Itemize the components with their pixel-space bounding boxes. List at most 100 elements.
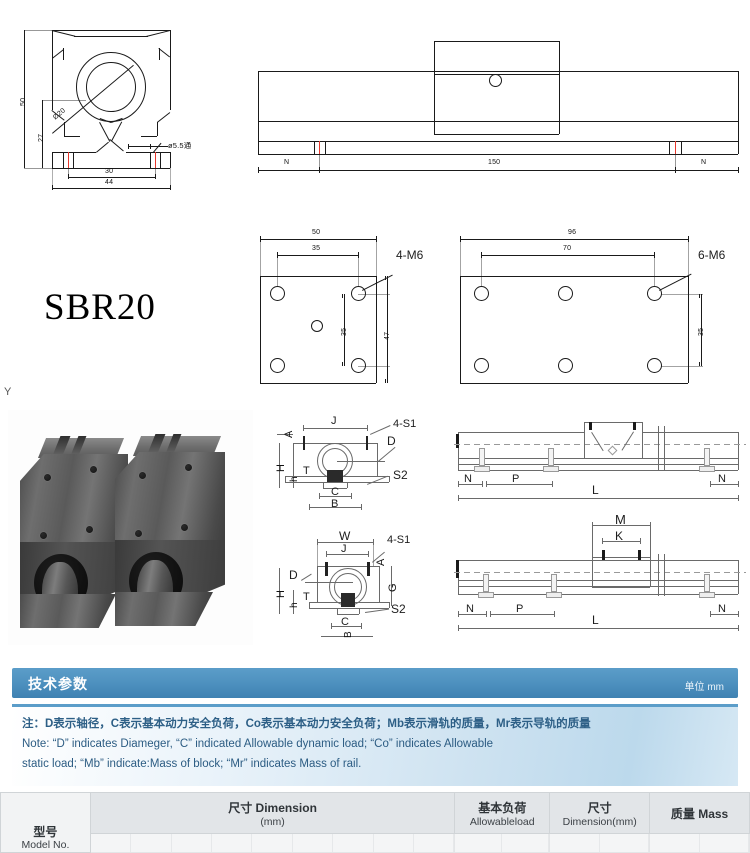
col-label-cn: 尺寸 Dimension bbox=[228, 800, 317, 815]
page-title: SBR20 bbox=[44, 287, 156, 328]
label-P: P bbox=[512, 473, 520, 485]
plate-small-top-view: 50 35 4-M6 35 47 bbox=[248, 218, 438, 393]
spec-table: 型号 Model No. 尺寸 Dimension (mm) 基本负荷 Allo… bbox=[0, 792, 750, 853]
table-subrow bbox=[1, 833, 750, 853]
label-K: K bbox=[615, 529, 624, 543]
block-section-top-view: A J 4-S1 D H h T S2 C B bbox=[265, 412, 445, 512]
label-S2: S2 bbox=[393, 468, 408, 482]
dim-plate-pitch-y: 35 bbox=[341, 327, 348, 336]
table-subcells-dimension bbox=[89, 833, 456, 853]
front-section-view: 50 27 Ø20 ø5.5通 30 44 bbox=[0, 0, 240, 205]
label-T: T bbox=[303, 591, 310, 603]
dim-height-center: 27 bbox=[38, 133, 45, 142]
tech-parameters-unit: 单位 mm bbox=[684, 682, 724, 693]
model-label-cn: 型号 bbox=[33, 825, 58, 839]
table-header-row: 型号 Model No. 尺寸 Dimension (mm) 基本负荷 Allo… bbox=[0, 792, 750, 853]
dim-hole-diameter: ø5.5通 bbox=[168, 141, 192, 150]
label-H: H bbox=[275, 589, 287, 598]
label-H: H bbox=[275, 463, 287, 472]
col-label-en: (mm) bbox=[260, 815, 285, 828]
label-T: T bbox=[303, 465, 310, 477]
label-N-left: N bbox=[464, 473, 472, 485]
thread-callout-6m6: 6-M6 bbox=[698, 248, 726, 262]
plate-center-hole bbox=[311, 320, 323, 332]
dim-width-inner: 30 bbox=[105, 168, 114, 175]
label-J: J bbox=[341, 543, 347, 555]
label-L: L bbox=[592, 483, 599, 497]
plate-hole bbox=[474, 286, 489, 301]
model-label-en: Model No. bbox=[21, 839, 70, 851]
label-D: D bbox=[289, 568, 298, 582]
plate-large-top-view: 96 70 6-M6 35 bbox=[448, 218, 748, 393]
label-A: A bbox=[283, 430, 295, 438]
plate-hole bbox=[270, 358, 285, 373]
label-B: B bbox=[343, 631, 354, 638]
label-N-right: N bbox=[718, 473, 726, 485]
table-header-model: 型号 Model No. bbox=[0, 792, 91, 853]
col-label-cn: 尺寸 bbox=[587, 800, 612, 815]
notes-block: 注：D表示轴径，C表示基本动力安全负荷，Co表示基本动力安全负荷；Mb表示滑轨的… bbox=[12, 704, 738, 786]
dim-plate-width: 50 bbox=[312, 229, 321, 236]
bearing-block-left bbox=[20, 434, 140, 634]
label-C: C bbox=[331, 486, 339, 498]
label-J: J bbox=[331, 415, 337, 427]
table-subcells-load bbox=[454, 833, 551, 853]
label-G: G bbox=[387, 583, 399, 592]
label-N-right: N bbox=[718, 603, 726, 615]
table-header-mass: 质量 Mass bbox=[649, 792, 750, 834]
dim-end-right: N bbox=[701, 159, 707, 166]
thread-callout-4m6: 4-M6 bbox=[396, 248, 424, 262]
label-L: L bbox=[592, 613, 599, 627]
label-D: D bbox=[387, 434, 396, 448]
dim-end-left: N bbox=[284, 159, 290, 166]
label-h: h bbox=[289, 476, 300, 482]
label-A: A bbox=[375, 558, 387, 566]
product-photo bbox=[8, 410, 253, 645]
dim-length: 150 bbox=[488, 159, 501, 166]
col-label-cn: 质量 Mass bbox=[670, 806, 729, 821]
axis-mark-y: Y bbox=[4, 386, 12, 398]
dim-plate-width: 96 bbox=[568, 229, 577, 236]
label-S2: S2 bbox=[391, 602, 406, 616]
tech-parameters-bar: 技术参数 单位 mm bbox=[12, 668, 738, 698]
dim-width-total: 44 bbox=[105, 179, 114, 186]
rail-view-bottom: M K N bbox=[452, 512, 750, 640]
plate-hole bbox=[558, 286, 573, 301]
plate-hole bbox=[351, 286, 366, 301]
label-C: C bbox=[341, 616, 349, 628]
block-section-bottom-view: W J 4-S1 A D H h T G S2 C B bbox=[265, 518, 445, 638]
table-header-load: 基本负荷 Allowableload bbox=[454, 792, 551, 834]
plate-hole bbox=[647, 286, 662, 301]
label-4S1: 4-S1 bbox=[393, 418, 417, 430]
rail-view-top: N P L N bbox=[452, 418, 750, 518]
bearing-block-right bbox=[113, 432, 238, 632]
label-N-left: N bbox=[466, 603, 474, 615]
col-label-en: Allowableload bbox=[469, 815, 535, 828]
dim-height-total: 50 bbox=[20, 97, 27, 106]
label-4S1: 4-S1 bbox=[387, 534, 411, 546]
side-elevation-view: N 150 N bbox=[248, 10, 748, 200]
dim-plate-pitch-y: 35 bbox=[698, 327, 705, 336]
label-M: M bbox=[615, 512, 626, 527]
dim-plate-pitch-x: 35 bbox=[312, 245, 321, 252]
plate-hole bbox=[351, 358, 366, 373]
col-label-en: Dimension(mm) bbox=[562, 815, 637, 828]
table-header-dimension2: 尺寸 Dimension(mm) bbox=[549, 792, 651, 834]
label-h: h bbox=[289, 602, 300, 608]
plate-hole bbox=[647, 358, 662, 373]
dim-plate-height: 47 bbox=[384, 331, 391, 340]
tech-parameters-title: 技术参数 bbox=[28, 676, 88, 692]
label-B: B bbox=[331, 498, 339, 510]
plate-hole bbox=[558, 358, 573, 373]
dim-plate-pitch-x: 70 bbox=[563, 245, 572, 252]
table-subcells-dimension2 bbox=[549, 833, 651, 853]
table-subcells-mass bbox=[649, 833, 750, 853]
note-line-english-1: Note: “D” indicates Diameger, “C” indica… bbox=[22, 738, 494, 750]
col-label-cn: 基本负荷 bbox=[478, 800, 527, 815]
note-line-english-2: static load; “Mb” indicate:Mass of block… bbox=[22, 758, 362, 770]
label-W: W bbox=[339, 529, 351, 543]
block-center-hole bbox=[489, 74, 502, 87]
bore-inner-circle bbox=[86, 62, 136, 112]
note-line-chinese: 注：D表示轴径，C表示基本动力安全负荷，Co表示基本动力安全负荷；Mb表示滑轨的… bbox=[22, 718, 591, 730]
